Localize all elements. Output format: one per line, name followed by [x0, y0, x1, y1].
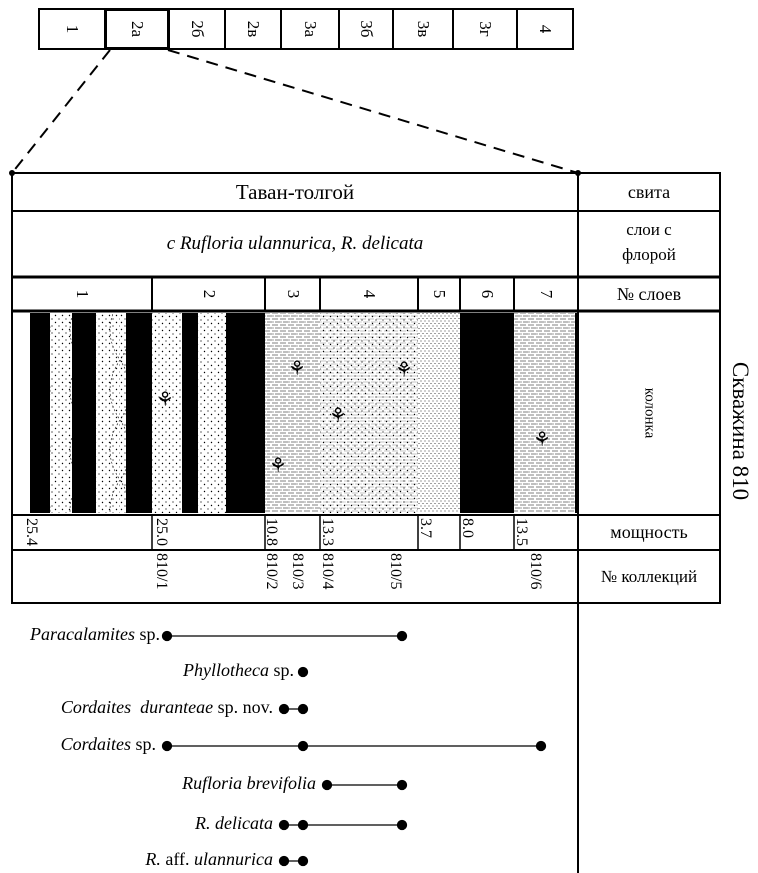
plant-fossil-icon: ⚘ ⚘ ⚘ ⚘ ⚘ ⚘ — [156, 356, 551, 477]
zoom-line-left — [11, 49, 111, 174]
column-label: колонка — [641, 387, 658, 439]
taxon-label: R. aff. ulannurica — [145, 849, 273, 869]
layer-number: 6 — [478, 289, 497, 299]
well-label-cell: Скважина 810 — [722, 311, 758, 551]
thickness-label: мощность — [610, 522, 688, 542]
collection-number: 810/3 — [289, 553, 306, 590]
taxon-label: Rufloria brevifolia — [182, 773, 316, 793]
svg-text:⚘: ⚘ — [329, 403, 347, 427]
flora-layers-label: слои с флорой — [622, 220, 676, 264]
svg-text:⚘: ⚘ — [269, 453, 287, 477]
thickness-value: 25.0 — [153, 518, 170, 546]
thickness-value: 13.3 — [319, 518, 336, 546]
zone-cell: 4 — [516, 8, 574, 50]
well-label: Скважина 810 — [728, 361, 753, 501]
svg-text:⚘: ⚘ — [533, 427, 551, 451]
svg-text:⚘: ⚘ — [288, 356, 306, 380]
zoom-line-right — [167, 49, 579, 174]
collection-number: 810/2 — [263, 553, 280, 590]
layer-number: 2 — [199, 289, 219, 299]
taxon-label: Phyllotheca sp. — [183, 660, 294, 680]
collections-label: № коллекций — [600, 566, 698, 586]
taxa-ranges — [161, 630, 547, 867]
column-label-cell: колонка — [578, 311, 720, 515]
taxon-label: Cordaites sp. — [60, 734, 156, 754]
thickness-value: 25.4 — [23, 518, 40, 546]
collection-number: 810/5 — [387, 553, 404, 590]
layer-number: 3 — [283, 289, 303, 299]
flora-layers-name: с Rufloria ulannurica, R. delicata — [166, 233, 424, 254]
collection-number: 810/1 — [153, 553, 170, 590]
taxon-label: R. delicata — [195, 813, 273, 833]
thickness-value: 3.7 — [417, 518, 434, 538]
thickness-value: 13.5 — [513, 518, 530, 546]
layer-number: 4 — [360, 289, 379, 299]
layers-label: № слоев — [616, 283, 682, 304]
thickness-value: 8.0 — [459, 518, 476, 538]
collection-number: 810/4 — [319, 553, 336, 590]
taxon-label: Paracalamites sp. — [29, 624, 160, 644]
svg-text:⚘: ⚘ — [156, 387, 174, 411]
svita-label: свита — [627, 182, 671, 202]
thickness-value: 10.8 — [263, 518, 280, 546]
layer-number: 1 — [73, 289, 92, 299]
collection-number: 810/6 — [527, 553, 544, 590]
taxon-label: Cordaites duranteae sp. nov. — [60, 697, 273, 717]
svg-text:⚘: ⚘ — [395, 357, 413, 381]
layer-number: 7 — [537, 289, 556, 299]
svita-name: Таван-толгой — [235, 180, 355, 204]
layer-number: 5 — [430, 289, 449, 299]
litho-column — [30, 313, 577, 513]
